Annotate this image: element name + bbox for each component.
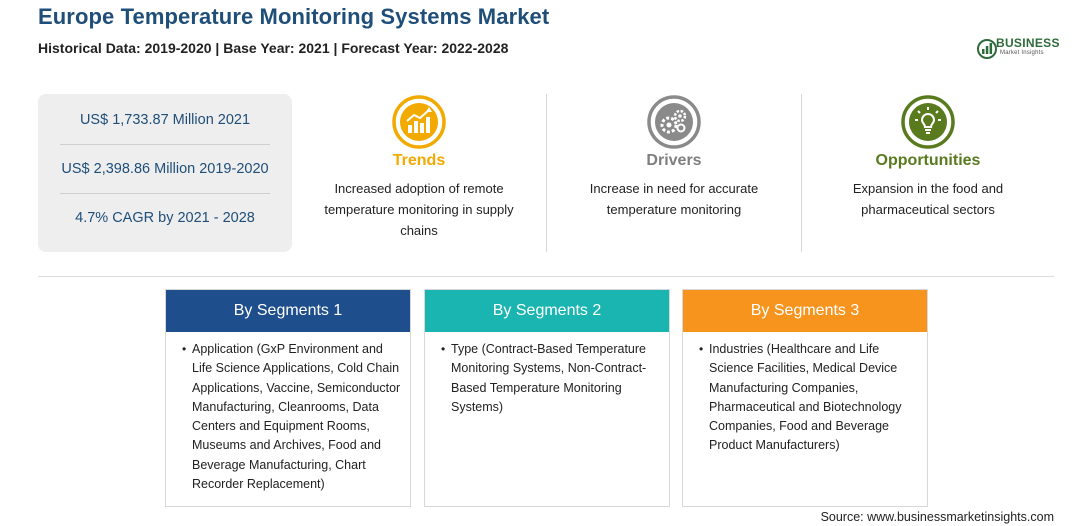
segment-2-text: Type (Contract-Based Temperature Monitor… — [451, 342, 647, 414]
stat-cagr: 4.7% CAGR by 2021 - 2028 — [75, 210, 255, 226]
column-divider — [801, 94, 802, 252]
segment-card-1: By Segments 1 • Application (GxP Environ… — [165, 289, 411, 507]
bullet-icon: • — [699, 342, 704, 356]
stats-panel: US$ 1,733.87 Million 2021 US$ 2,398.86 M… — [38, 94, 292, 252]
segment-1-title: By Segments 1 — [166, 290, 410, 332]
stat-market-2021: US$ 1,733.87 Million 2021 — [79, 112, 251, 128]
segment-1-text: Application (GxP Environment and Life Sc… — [192, 342, 401, 492]
page-title: Europe Temperature Monitoring Systems Ma… — [38, 4, 550, 29]
feature-trends: Trends Increased adoption of remote temp… — [299, 94, 539, 241]
source-credit: Source: www.businessmarketinsights.com — [820, 510, 1054, 524]
segment-1-body: • Application (GxP Environment and Life … — [166, 332, 410, 494]
stat-divider — [60, 144, 270, 145]
section-divider — [38, 276, 1054, 277]
segment-3-title: By Segments 3 — [683, 290, 927, 332]
feature-opportunities-title: Opportunities — [875, 152, 981, 169]
chart-trend-icon — [392, 95, 446, 149]
logo-name: BUSINESS — [996, 36, 1060, 50]
lightbulb-icon — [901, 95, 955, 149]
segment-3-text: Industries (Healthcare and Life Science … — [709, 342, 902, 453]
brand-logo: BUSINESS Market Insights — [976, 34, 1066, 62]
feature-drivers: Drivers Increase in need for accurate te… — [554, 94, 794, 220]
bullet-icon: • — [182, 342, 187, 356]
segment-card-3: By Segments 3 • Industries (Healthcare a… — [682, 289, 928, 507]
column-divider — [546, 94, 547, 252]
stat-divider — [60, 193, 270, 194]
stat-market-historical: US$ 2,398.86 Million 2019-2020 — [61, 161, 269, 177]
bullet-icon: • — [441, 342, 446, 356]
segment-2-title: By Segments 2 — [425, 290, 669, 332]
feature-drivers-title: Drivers — [646, 152, 702, 169]
feature-drivers-text: Increase in need for accurate temperatur… — [589, 181, 759, 217]
feature-trends-title: Trends — [392, 152, 446, 169]
feature-opportunities: Opportunities Expansion in the food and … — [808, 94, 1048, 220]
segment-2-body: • Type (Contract-Based Temperature Monit… — [425, 332, 669, 417]
feature-trends-text: Increased adoption of remote temperature… — [324, 181, 514, 238]
segment-card-2: By Segments 2 • Type (Contract-Based Tem… — [424, 289, 670, 507]
segment-3-body: • Industries (Healthcare and Life Scienc… — [683, 332, 927, 456]
logo-globe-icon — [977, 39, 997, 59]
feature-opportunities-text: Expansion in the food and pharmaceutical… — [852, 181, 1004, 217]
page-subtitle: Historical Data: 2019-2020 | Base Year: … — [38, 40, 509, 56]
logo-tagline: Market Insights — [1000, 50, 1044, 56]
gears-icon — [647, 95, 701, 149]
